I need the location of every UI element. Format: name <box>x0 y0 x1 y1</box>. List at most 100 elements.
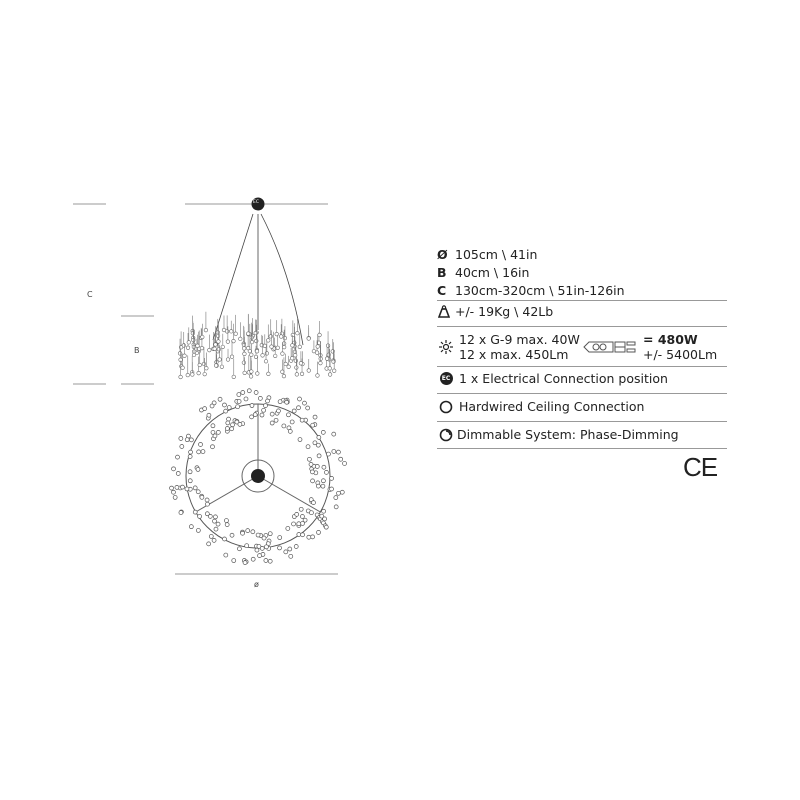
crystal-drop <box>215 333 221 338</box>
crystal-drop <box>169 485 174 491</box>
crystal-drop <box>192 485 198 491</box>
frame-spoke <box>195 475 259 513</box>
divider <box>437 448 727 449</box>
crystal-drop <box>201 361 207 367</box>
crystal-drop <box>269 344 274 349</box>
crystal-drop <box>329 486 334 492</box>
crystal-drop <box>224 522 230 527</box>
crystal-drop <box>174 485 180 490</box>
crystal-drop <box>277 545 282 551</box>
crystal-drop <box>275 345 280 350</box>
crystal-drop <box>290 332 295 338</box>
dim-b-label: B <box>134 346 140 355</box>
crystal-drop <box>191 352 197 358</box>
crystal-drop <box>319 513 325 519</box>
crystal-drop <box>208 534 214 539</box>
crystal-drop <box>317 332 322 338</box>
crystal-drop <box>327 372 333 377</box>
crystal-drop <box>187 454 193 459</box>
crystal-drop <box>207 348 212 353</box>
crystal-drop <box>306 336 311 341</box>
crystal-drop <box>209 403 215 409</box>
weight-value: +/- 19Kg \ 42Lb <box>455 304 554 319</box>
crystal-drop <box>198 442 203 447</box>
crystal-drop <box>187 469 193 475</box>
crystal-drop <box>204 366 209 371</box>
crystal-drop <box>199 346 205 351</box>
crystal-drop <box>253 354 259 360</box>
crystal-drop <box>283 549 289 555</box>
crystal-drop <box>269 411 275 417</box>
crystal-drop <box>246 388 252 394</box>
ec-icon <box>251 469 265 483</box>
crystal-drop <box>273 417 279 423</box>
crystal-drop <box>236 392 242 397</box>
crystal-drop <box>229 532 235 538</box>
crystal-drop <box>219 364 225 369</box>
crystal-drop <box>184 486 190 492</box>
crystal-drop <box>264 544 269 550</box>
dimmable-value: Dimmable System: Phase-Dimming <box>457 427 679 442</box>
crystal-drop <box>288 553 294 559</box>
crystal-drop <box>267 558 273 564</box>
crystal-drop <box>204 497 210 503</box>
crystal-drop <box>310 478 315 484</box>
crystal-drop <box>268 334 273 339</box>
crystal-drop <box>250 529 256 535</box>
crystal-drop <box>252 412 258 417</box>
crystal-drop <box>212 518 217 524</box>
crystal-drop <box>249 352 254 357</box>
height-key: B <box>437 265 447 280</box>
crystal-drop <box>330 349 335 354</box>
crystal-drop <box>323 524 329 530</box>
ec-badge: EC <box>439 372 453 385</box>
crystal-drop <box>296 532 302 537</box>
crystal-drop <box>298 361 304 366</box>
crystal-drop <box>265 398 270 404</box>
crystal-drop <box>236 399 242 404</box>
crystal-drop <box>311 349 317 354</box>
crystal-drop <box>281 423 287 429</box>
crystal-drop <box>282 345 287 350</box>
crystal-drop <box>207 514 213 519</box>
crystal-drop <box>206 412 212 418</box>
spec-lighting: 12 x G-9 max. 40W 12 x max. 450Lm = 480W… <box>437 331 727 363</box>
crystal-drop <box>253 330 258 336</box>
crystal-drop <box>315 373 320 378</box>
crystal-drop <box>332 368 337 373</box>
crystal-drop <box>246 331 251 336</box>
crystal-drop <box>266 338 271 343</box>
crystal-drop <box>311 500 316 505</box>
crystal-drop <box>249 414 254 420</box>
crystal-drop <box>191 338 196 343</box>
crystal-drop <box>290 356 295 361</box>
crystal-drop <box>308 497 314 502</box>
crystal-drop <box>186 340 191 345</box>
crystal-drop <box>316 453 322 459</box>
crystal-drop <box>293 544 299 549</box>
crystal-drop <box>302 517 308 523</box>
crystal-drop <box>296 521 302 527</box>
crystal-drop <box>225 426 230 431</box>
crystal-drop <box>269 420 275 426</box>
crystal-drop <box>316 483 321 489</box>
crystal-drop <box>264 351 269 356</box>
crystal-drop <box>217 357 222 362</box>
crystal-drop <box>184 437 190 443</box>
crystal-drop <box>263 558 269 563</box>
crystal-drop <box>216 339 221 344</box>
crystal-drop <box>287 429 293 434</box>
crystal-drop <box>225 420 231 426</box>
crystal-drop <box>190 331 195 336</box>
crystal-drop <box>195 343 200 348</box>
crystal-drop <box>212 433 218 439</box>
crystal-drop <box>255 532 261 538</box>
crystal-drop <box>310 534 315 540</box>
crystal-drop <box>249 403 255 408</box>
crystal-drop <box>329 476 334 481</box>
crystal-drop <box>316 530 321 535</box>
crystal-drop <box>259 412 265 418</box>
crystal-drop <box>291 521 296 527</box>
crystal-drop <box>242 370 247 376</box>
crystal-drop <box>263 359 269 364</box>
